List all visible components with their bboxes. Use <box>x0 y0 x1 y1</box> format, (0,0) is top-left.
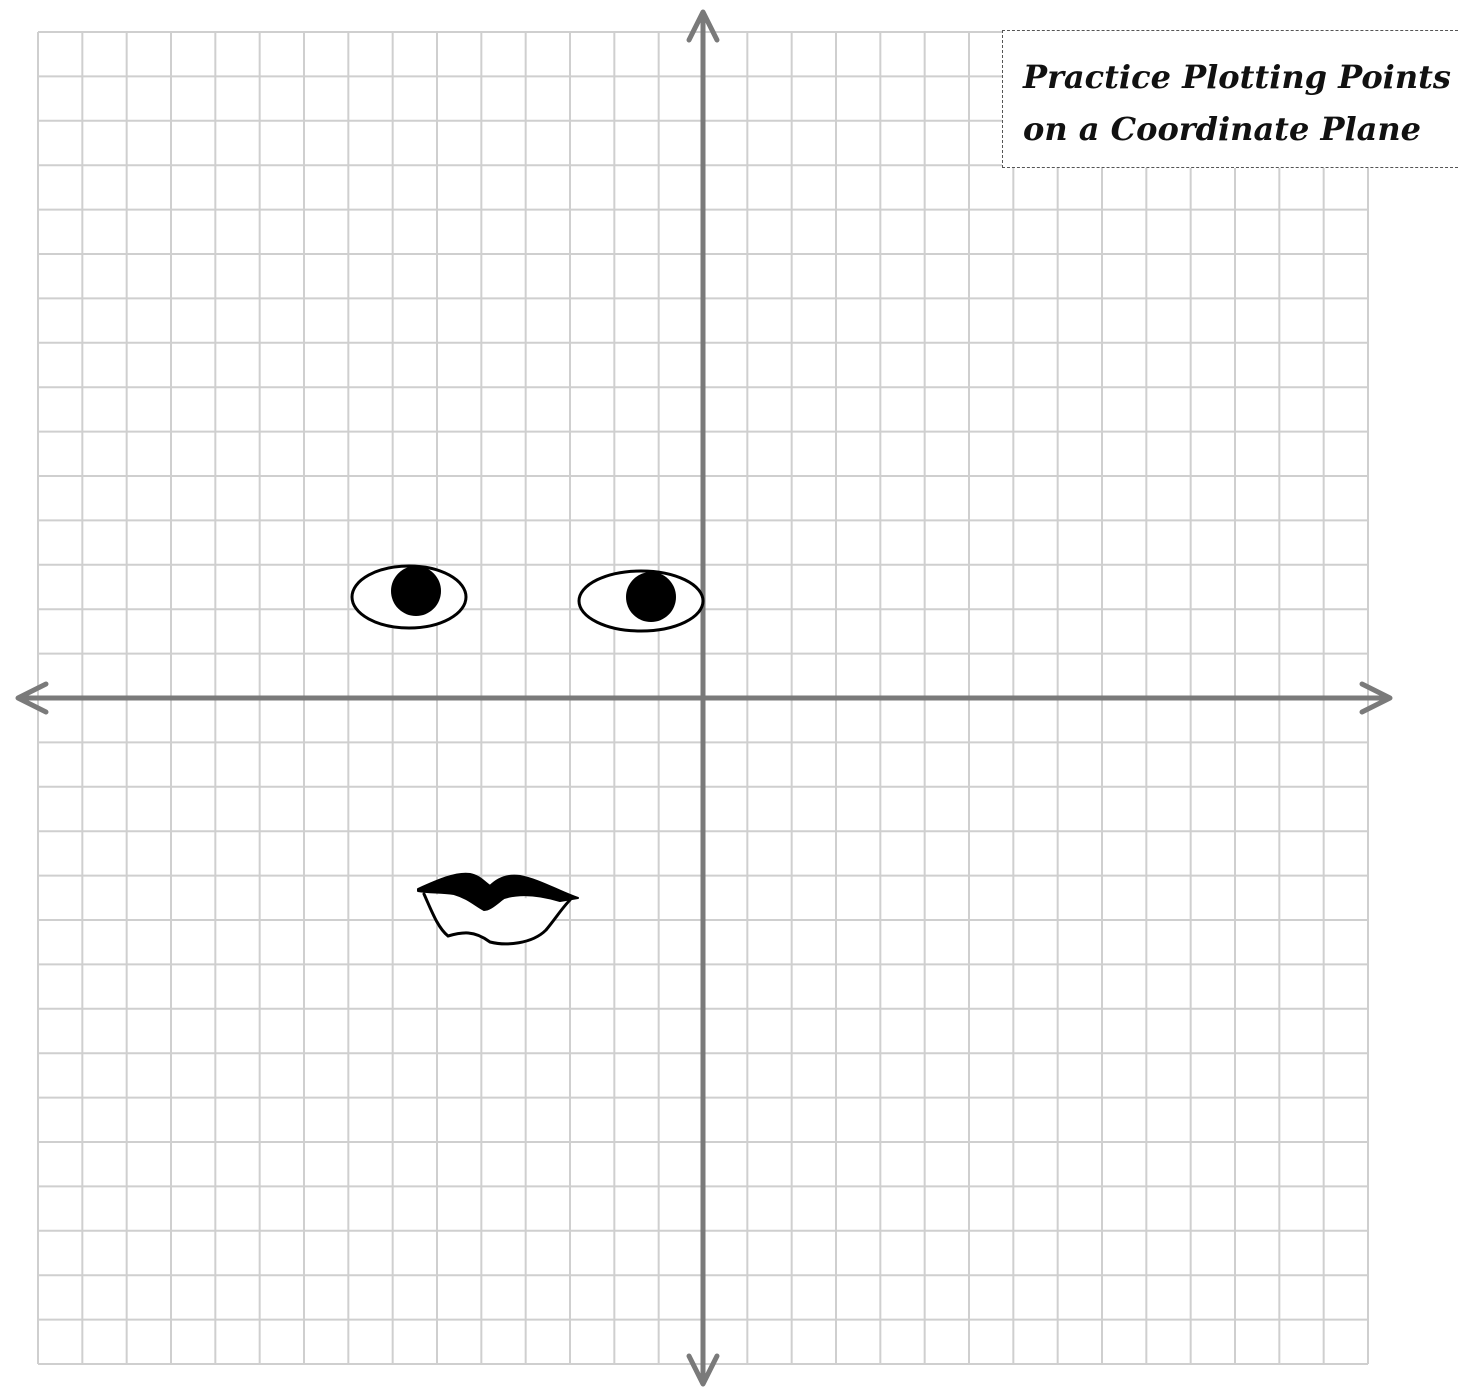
left-eye-icon <box>352 566 466 628</box>
right-eye-icon <box>579 571 703 631</box>
title-box: Practice Plotting Points on a Coordinate… <box>1002 30 1458 168</box>
lips-icon <box>418 874 578 944</box>
title-line-2: on a Coordinate Plane <box>1023 103 1458 155</box>
axes <box>18 12 1390 1384</box>
left-pupil <box>391 566 441 616</box>
right-pupil <box>626 572 676 622</box>
title-line-1: Practice Plotting Points <box>1023 51 1458 103</box>
